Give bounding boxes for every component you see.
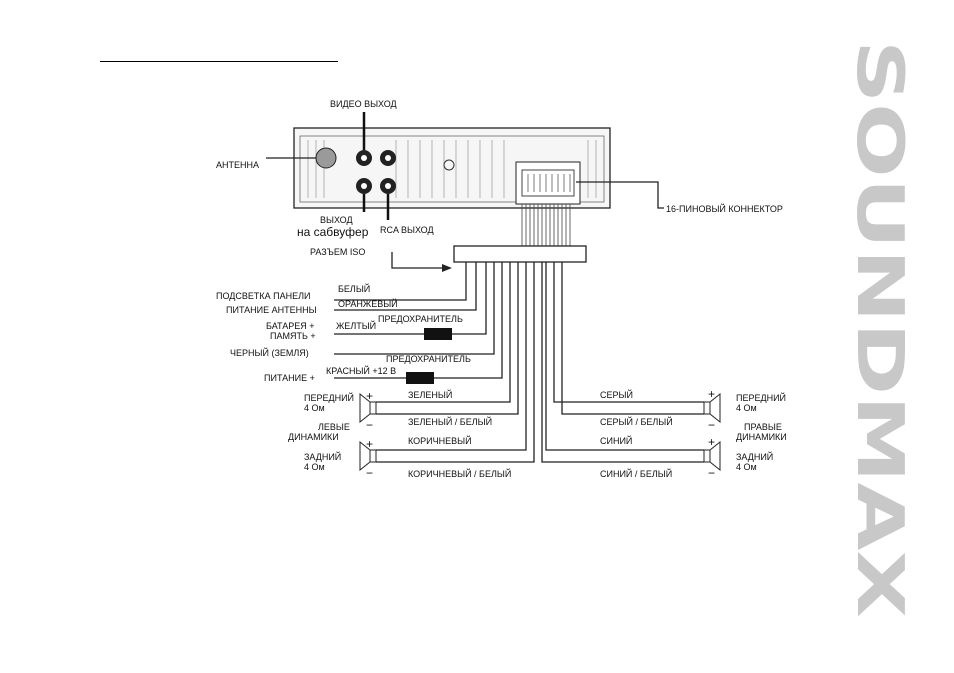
label-sub-out-1: ВЫХОД	[320, 215, 353, 225]
left-front-speaker-icon	[359, 392, 377, 424]
label-green: ЗЕЛЕНЫЙ	[408, 389, 452, 400]
label-right-front-1: ПЕРЕДНИЙ	[736, 392, 786, 403]
label-red: КРАСНЫЙ +12 В	[326, 365, 396, 376]
label-right-rear-1: ЗАДНИЙ	[736, 451, 773, 462]
label-rca-out: RCA ВЫХОД	[380, 225, 434, 235]
label-right-speakers-1: ПРАВЫЕ	[744, 422, 782, 432]
plus-lf: +	[366, 389, 373, 403]
label-blue: СИНИЙ	[600, 435, 632, 446]
header-rule	[100, 61, 338, 62]
label-antenna-power: ПИТАНИЕ АНТЕННЫ	[226, 305, 317, 315]
label-blue-white: СИНИЙ / БЕЛЫЙ	[600, 468, 672, 479]
left-speaker-wires	[376, 262, 535, 463]
right-rear-speaker-icon	[703, 440, 721, 472]
wiring-diagram: АНТЕННА ВИДЕО ВЫХОД ВЫХОД на сабвуфер RC…	[196, 96, 824, 486]
label-right-front-2: 4 Ом	[736, 403, 757, 413]
label-sub-out-2: на сабвуфер	[297, 225, 369, 239]
label-left-speakers-2: ДИНАМИКИ	[288, 432, 339, 442]
label-left-front-1: ПЕРЕДНИЙ	[304, 392, 354, 403]
iso-connector	[453, 245, 587, 263]
label-white: БЕЛЫЙ	[338, 283, 370, 294]
fuse-battery	[424, 328, 452, 340]
right-speaker-wires	[541, 262, 704, 463]
label-power: ПИТАНИЕ +	[264, 373, 315, 383]
label-left-speakers-1: ЛЕВЫЕ	[318, 422, 350, 432]
plus-rr: +	[708, 435, 715, 449]
label-right-speakers-2: ДИНАМИКИ	[736, 432, 787, 442]
label-brown: КОРИЧНЕВЫЙ	[408, 435, 472, 446]
label-orange: ОРАНЖЕВЫЙ	[338, 298, 398, 309]
plus-lr: +	[366, 437, 373, 451]
head-unit	[293, 127, 611, 209]
plus-rf: +	[708, 387, 715, 401]
label-fuse1: ПРЕДОХРАНИТЕЛЬ	[378, 314, 463, 324]
connector16-pointer	[576, 181, 664, 209]
label-green-white: ЗЕЛЕНЫЙ / БЕЛЫЙ	[408, 416, 492, 427]
wire-bundle	[521, 204, 571, 246]
minus-rr: −	[708, 466, 715, 480]
label-connector16: 16-ПИНОВЫЙ КОННЕКТОР	[666, 203, 783, 214]
label-gray-white: СЕРЫЙ / БЕЛЫЙ	[600, 416, 673, 427]
label-iso: РАЗЪЕМ ISO	[310, 247, 365, 257]
right-front-speaker-icon	[703, 392, 721, 424]
label-left-rear-2: 4 Ом	[304, 462, 325, 472]
left-rear-speaker-icon	[359, 440, 377, 472]
label-right-rear-2: 4 Ом	[736, 462, 757, 472]
label-yellow: ЖЕЛТЫЙ	[336, 320, 376, 331]
label-left-rear-1: ЗАДНИЙ	[304, 451, 341, 462]
power-wires	[334, 262, 503, 379]
antenna-socket	[266, 147, 337, 169]
label-left-front-2: 4 Ом	[304, 403, 325, 413]
brand-logo: SOUNDMAX	[842, 40, 916, 620]
label-video-out: ВИДЕО ВЫХОД	[330, 99, 397, 109]
minus-lf: −	[366, 418, 373, 432]
label-battery-2: ПАМЯТЬ +	[270, 331, 316, 341]
minus-lr: −	[366, 466, 373, 480]
brand-text: SOUNDMAX	[848, 40, 914, 618]
minus-rf: −	[708, 418, 715, 432]
label-gray: СЕРЫЙ	[600, 389, 633, 400]
label-antenna: АНТЕННА	[216, 160, 259, 170]
fuse-power	[406, 372, 434, 384]
label-brown-white: КОРИЧНЕВЫЙ / БЕЛЫЙ	[408, 468, 511, 479]
label-panel-light: ПОДСВЕТКА ПАНЕЛИ	[216, 291, 310, 301]
rca-sockets	[356, 150, 396, 194]
label-battery-1: БАТАРЕЯ +	[266, 321, 314, 331]
label-black-ground: ЧЕРНЫЙ (ЗЕМЛЯ)	[230, 347, 309, 358]
label-fuse2: ПРЕДОХРАНИТЕЛЬ	[386, 354, 471, 364]
